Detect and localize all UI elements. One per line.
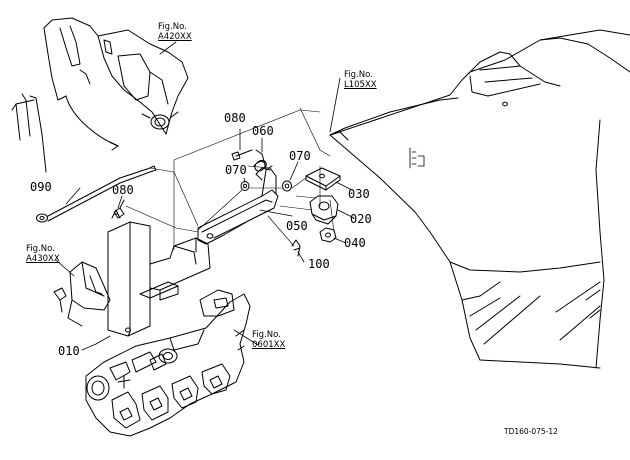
side-bracket-left xyxy=(53,261,111,327)
figure-ref-number: L105XX xyxy=(344,80,377,90)
figure-ref-number: A420XX xyxy=(158,32,192,42)
part-label-030: 030 xyxy=(348,187,370,201)
part-label-020: 020 xyxy=(350,212,372,226)
leader-lines xyxy=(55,41,355,351)
part-label-070: 070 xyxy=(289,149,311,163)
part-label-010: 010 xyxy=(58,344,80,358)
figure-ref-0601xx: Fig.No. 0601XX xyxy=(252,330,285,350)
part-label-100: 100 xyxy=(308,257,330,271)
part-label-070: 070 xyxy=(225,163,247,177)
part-pin-080a xyxy=(231,149,253,161)
side-panel-upper-left xyxy=(11,17,189,173)
assembly-lines xyxy=(125,107,335,251)
part-fitting-020 xyxy=(309,195,339,225)
hood-assembly xyxy=(329,29,630,369)
figure-ref-l105xx: Fig.No. L105XX xyxy=(344,70,377,90)
part-plate-030 xyxy=(305,167,341,191)
part-label-060: 060 xyxy=(252,124,274,138)
part-label-040: 040 xyxy=(344,236,366,250)
part-bracket-010 xyxy=(107,209,211,337)
figure-ref-number: 0601XX xyxy=(252,340,286,350)
figure-ref-label: Fig.No. xyxy=(252,330,281,340)
hood-side-marks xyxy=(409,147,425,169)
figure-ref-label: Fig.No. xyxy=(344,70,373,80)
part-label-050: 050 xyxy=(286,219,308,233)
part-washer-070b xyxy=(282,180,292,192)
part-rod-090 xyxy=(36,165,157,223)
figure-ref-label: Fig.No. xyxy=(26,244,55,254)
figure-ref-a430xx: Fig.No. A430XX xyxy=(26,244,60,264)
part-cotter-pin-100 xyxy=(291,239,301,257)
part-nut-040 xyxy=(319,227,337,243)
part-label-080: 080 xyxy=(112,183,134,197)
part-pin-080b xyxy=(113,199,125,219)
callout-arrow xyxy=(65,95,119,151)
part-spring-060 xyxy=(253,149,267,172)
part-lever-050 xyxy=(197,165,279,245)
figure-ref-label: Fig.No. xyxy=(158,22,187,32)
part-label-090: 090 xyxy=(30,180,52,194)
part-label-080: 080 xyxy=(224,111,246,125)
engine-intake-manifold xyxy=(85,289,251,437)
figure-ref-a420xx: Fig.No. A420XX xyxy=(158,22,192,42)
figure-ref-number: A430XX xyxy=(26,254,60,264)
part-washer-070a xyxy=(240,181,250,191)
drawing-code: TD160-075-12 xyxy=(504,427,558,436)
